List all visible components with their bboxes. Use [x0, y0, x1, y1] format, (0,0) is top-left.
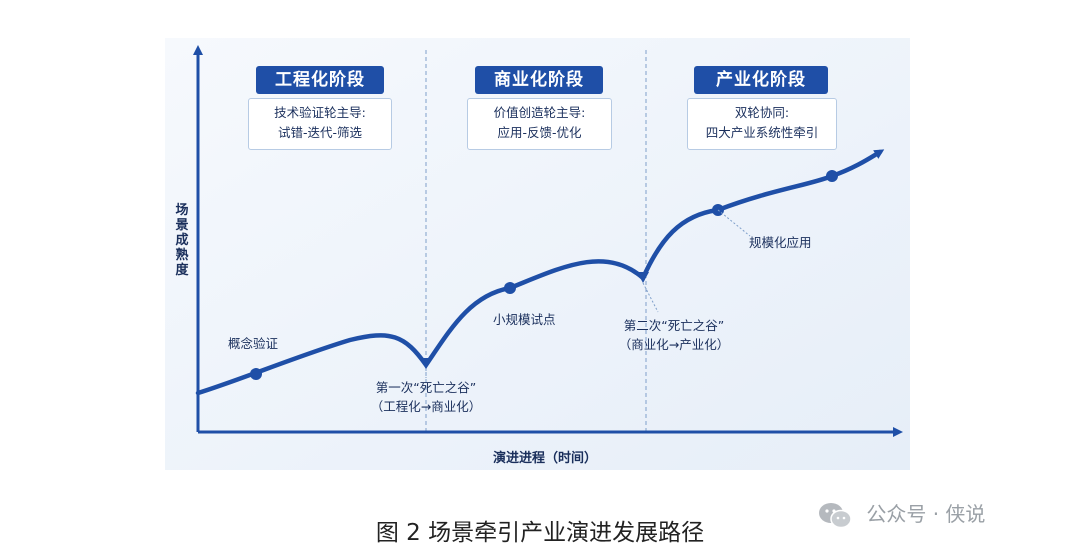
- stage-1-desc-line1: 技术验证轮主导:: [274, 105, 366, 120]
- milestone-pilot-dot: [504, 282, 516, 294]
- valley-2-marker: [637, 272, 649, 283]
- milestone-concept-dot: [250, 368, 262, 380]
- y-axis-label: 场景成熟度: [175, 203, 189, 278]
- stage-3-desc: 双轮协同: 四大产业系统性牵引: [687, 98, 837, 150]
- milestone-scale-label: 规模化应用: [749, 235, 812, 250]
- valley-2-leader: [642, 282, 659, 313]
- stage-3-desc-line1: 双轮协同:: [734, 105, 790, 120]
- stage-2-desc: 价值创造轮主导: 应用-反馈-优化: [467, 98, 612, 150]
- stage-3-title: 产业化阶段: [694, 66, 828, 94]
- x-axis-label: 演进进程（时间）: [492, 451, 597, 466]
- milestone-extra-dot: [826, 170, 838, 182]
- valley-2-label-line2: （商业化→产业化）: [618, 337, 730, 352]
- stage-1-title: 工程化阶段: [256, 66, 384, 94]
- valley-1-label: 第一次“死亡之谷” （工程化→商业化）: [364, 378, 488, 416]
- stage-3-desc-line2: 四大产业系统性牵引: [705, 125, 819, 140]
- valley-1-label-line1: 第一次“死亡之谷”: [375, 380, 477, 395]
- wechat-icon: [819, 502, 852, 528]
- valley-1-label-line2: （工程化→商业化）: [370, 399, 482, 414]
- watermark: 公众号 · 侠说: [818, 497, 985, 531]
- stage-2-title: 商业化阶段: [475, 66, 603, 94]
- milestone-pilot-label: 小规模试点: [493, 312, 556, 327]
- milestone-concept-label: 概念验证: [228, 336, 279, 351]
- stage-1-desc: 技术验证轮主导: 试错-迭代-筛选: [248, 98, 392, 150]
- maturity-curve: [195, 149, 885, 396]
- valley-2-label-line1: 第二次“死亡之谷”: [623, 318, 725, 333]
- stage-2-desc-line1: 价值创造轮主导:: [493, 105, 586, 120]
- scale-leader: [717, 209, 751, 237]
- valley-2-label: 第二次“死亡之谷” （商业化→产业化）: [608, 316, 740, 354]
- stage-2-desc-line2: 应用-反馈-优化: [497, 125, 582, 140]
- valley-1-marker: [420, 358, 432, 369]
- figure-caption: 图 2 场景牵引产业演进发展路径: [375, 520, 705, 546]
- stage-1-desc-line2: 试错-迭代-筛选: [277, 125, 363, 140]
- watermark-text: 公众号 · 侠说: [866, 502, 986, 526]
